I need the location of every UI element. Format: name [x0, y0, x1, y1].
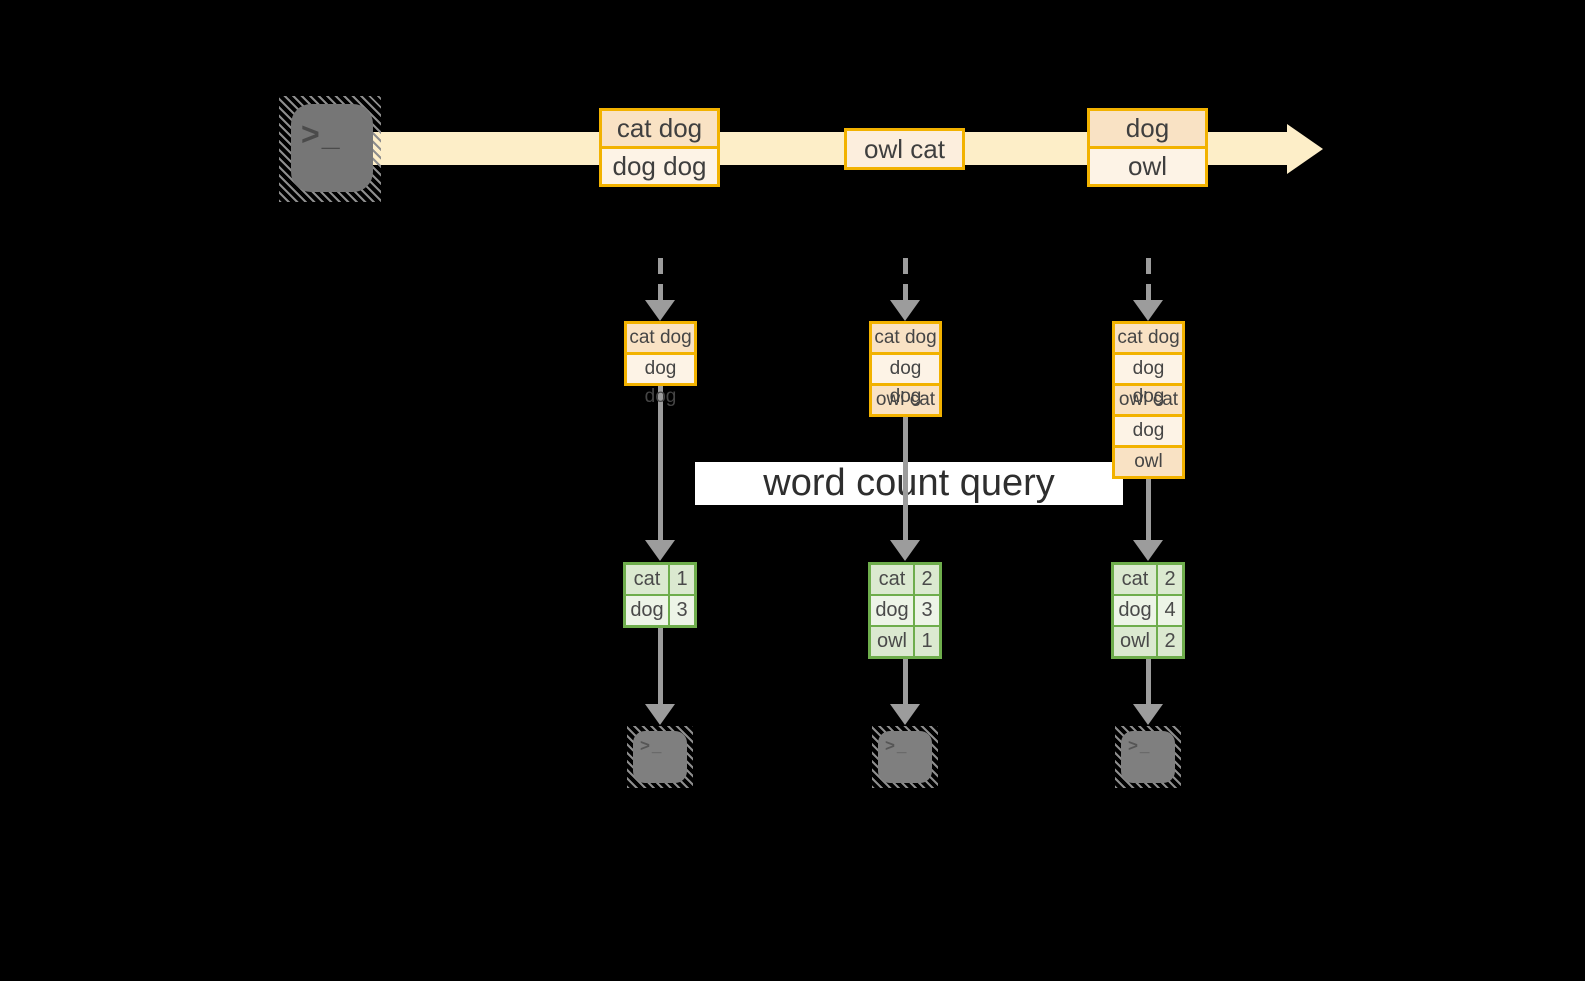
terminal-prompt-icon: >_: [301, 116, 342, 152]
stream-event-box-2: owl cat: [844, 128, 965, 170]
count-word-cell: cat: [871, 565, 913, 594]
buffer-row: cat dog: [872, 324, 939, 352]
output-arrowhead-icon: [1133, 704, 1163, 725]
count-word-cell: owl: [871, 627, 913, 656]
sink-terminal-icon: >_: [1115, 726, 1181, 788]
count-word-cell: dog: [1114, 596, 1156, 625]
query-arrow-line: [1146, 479, 1151, 540]
output-arrowhead-icon: [645, 704, 675, 725]
dashed-arrowhead-icon: [645, 300, 675, 321]
query-arrow-line: [903, 417, 908, 540]
buffer-row: owl: [1115, 448, 1182, 476]
count-value-cell: 2: [915, 565, 939, 594]
event-text: owl: [1090, 149, 1205, 184]
terminal-prompt-icon: >_: [885, 736, 909, 755]
terminal-body: [1121, 731, 1175, 783]
buffer-box-3: cat dog dog dog owl cat dog owl: [1112, 321, 1185, 479]
terminal-prompt-icon: >_: [640, 736, 664, 755]
event-text: dog: [1090, 111, 1205, 146]
count-word-cell: owl: [1114, 627, 1156, 656]
count-table-3: cat 2 dog 4 owl 2: [1111, 562, 1185, 659]
query-band: word count query: [695, 462, 1123, 505]
buffer-row: owl cat: [1115, 386, 1182, 414]
count-table-1: cat 1 dog 3: [623, 562, 697, 628]
stream-event-box-3: dog owl: [1087, 108, 1208, 187]
sink-terminal-icon: >_: [627, 726, 693, 788]
buffer-row: dog: [1115, 417, 1182, 445]
terminal-prompt-icon: >_: [1128, 736, 1152, 755]
event-text: dog dog: [602, 149, 717, 184]
count-word-cell: dog: [871, 596, 913, 625]
source-terminal-icon: >_: [279, 96, 381, 202]
query-arrowhead-icon: [645, 540, 675, 561]
count-word-cell: cat: [626, 565, 668, 594]
count-word-cell: dog: [626, 596, 668, 625]
buffer-row: cat dog: [1115, 324, 1182, 352]
terminal-body: [633, 731, 687, 783]
buffer-row: owl cat: [872, 386, 939, 414]
terminal-body: [291, 104, 373, 192]
output-arrow-line: [658, 628, 663, 704]
dashed-arrow-line: [658, 258, 663, 300]
stream-event-box-1: cat dog dog dog: [599, 108, 720, 187]
count-value-cell: 2: [1158, 565, 1182, 594]
query-label: word count query: [763, 462, 1055, 504]
dashed-arrow-line: [1146, 258, 1151, 300]
count-word-cell: cat: [1114, 565, 1156, 594]
count-value-cell: 3: [670, 596, 694, 625]
buffer-box-2: cat dog dog dog owl cat: [869, 321, 942, 417]
event-text: owl cat: [847, 131, 962, 167]
count-value-cell: 1: [670, 565, 694, 594]
stream-arrowhead-icon: [1287, 124, 1323, 174]
query-arrowhead-icon: [890, 540, 920, 561]
buffer-box-1: cat dog dog dog: [624, 321, 697, 407]
count-value-cell: 3: [915, 596, 939, 625]
count-value-cell: 2: [1158, 627, 1182, 656]
dashed-arrowhead-icon: [1133, 300, 1163, 321]
count-table-2: cat 2 dog 3 owl 1: [868, 562, 942, 659]
event-text: cat dog: [602, 111, 717, 146]
dashed-arrow-line: [903, 258, 908, 300]
buffer-row: dog dog: [1115, 355, 1182, 407]
output-arrowhead-icon: [890, 704, 920, 725]
buffer-row: dog dog: [872, 355, 939, 407]
terminal-body: [878, 731, 932, 783]
count-value-cell: 1: [915, 627, 939, 656]
buffer-row: cat dog: [627, 324, 694, 352]
query-arrow-line: [658, 386, 663, 540]
sink-terminal-icon: >_: [872, 726, 938, 788]
dashed-arrowhead-icon: [890, 300, 920, 321]
query-arrowhead-icon: [1133, 540, 1163, 561]
buffer-row: dog dog: [627, 355, 694, 407]
output-arrow-line: [903, 659, 908, 704]
output-arrow-line: [1146, 659, 1151, 704]
count-value-cell: 4: [1158, 596, 1182, 625]
